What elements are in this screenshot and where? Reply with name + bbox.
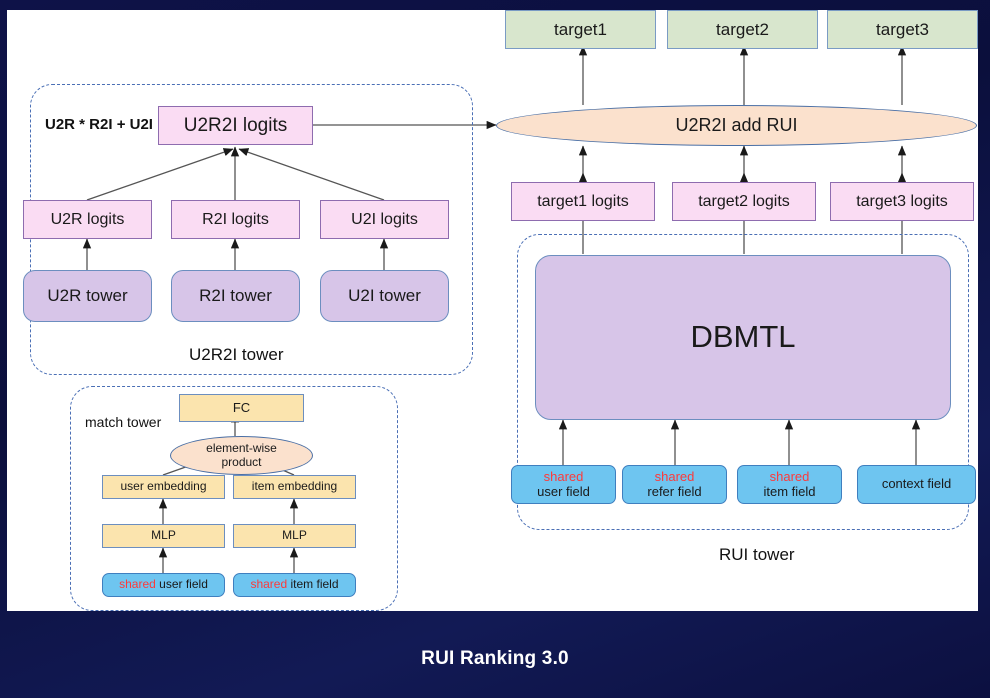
match-tower-group-label: match tower (85, 414, 162, 430)
target2-box[interactable]: target2 (667, 10, 818, 49)
shared-tag: shared (543, 468, 584, 484)
target3-logits-box[interactable]: target3 logits (830, 182, 974, 221)
item-mlp-box[interactable]: MLP (233, 524, 356, 548)
product-label-line1: element-wise (206, 441, 277, 456)
match-shared-item-field-box[interactable]: shared item field (233, 573, 356, 597)
slide-footer-title: RUI Ranking 3.0 (421, 648, 569, 669)
user-mlp-box[interactable]: MLP (102, 524, 225, 548)
rui-tower-group-label: RUI tower (719, 545, 795, 564)
product-label-line2: product (221, 454, 262, 469)
r2i-logits-box[interactable]: R2I logits (171, 200, 300, 239)
item-embedding-box[interactable]: item embedding (233, 475, 356, 499)
field-name: user field (537, 483, 590, 499)
u2r-logits-box[interactable]: U2R logits (23, 200, 152, 239)
rui-shared-user-field-box[interactable]: shared user field (511, 465, 616, 504)
u2r-tower-box[interactable]: U2R tower (23, 270, 152, 322)
u2r2i-logits-box[interactable]: U2R2I logits (158, 106, 313, 145)
shared-tag: shared (250, 577, 288, 592)
rui-context-field-box[interactable]: context field (857, 465, 976, 504)
target2-logits-box[interactable]: target2 logits (672, 182, 816, 221)
fc-box[interactable]: FC (179, 394, 304, 422)
u2r2i-add-rui-ellipse[interactable]: U2R2I add RUI (496, 105, 977, 146)
match-tower-group (70, 386, 398, 611)
shared-tag: shared (769, 468, 810, 484)
dbmtl-box[interactable]: DBMTL (535, 255, 951, 420)
target3-box[interactable]: target3 (827, 10, 978, 49)
rui-tower-group (517, 234, 969, 530)
r2i-tower-box[interactable]: R2I tower (171, 270, 300, 322)
u2i-logits-box[interactable]: U2I logits (320, 200, 449, 239)
match-shared-user-field-box[interactable]: shared user field (102, 573, 225, 597)
field-name: refer field (647, 483, 702, 499)
shared-tag: shared (119, 577, 156, 592)
u2r2i-tower-group-label: U2R2I tower (189, 345, 284, 364)
diagram-canvas: U2R * R2I + U2I U2R2I logits U2R logits … (7, 10, 978, 611)
target1-box[interactable]: target1 (505, 10, 656, 49)
rui-shared-item-field-box[interactable]: shared item field (737, 465, 842, 504)
field-name: user field (159, 577, 208, 592)
field-name: item field (763, 483, 816, 499)
element-wise-product-ellipse[interactable]: element-wise product (170, 436, 313, 475)
u2i-tower-box[interactable]: U2I tower (320, 270, 449, 322)
user-embedding-box[interactable]: user embedding (102, 475, 225, 499)
u2r2i-formula-label: U2R * R2I + U2I (45, 116, 153, 133)
shared-tag: shared (654, 468, 695, 484)
rui-shared-refer-field-box[interactable]: shared refer field (622, 465, 727, 504)
field-name: item field (290, 577, 339, 592)
target1-logits-box[interactable]: target1 logits (511, 182, 655, 221)
